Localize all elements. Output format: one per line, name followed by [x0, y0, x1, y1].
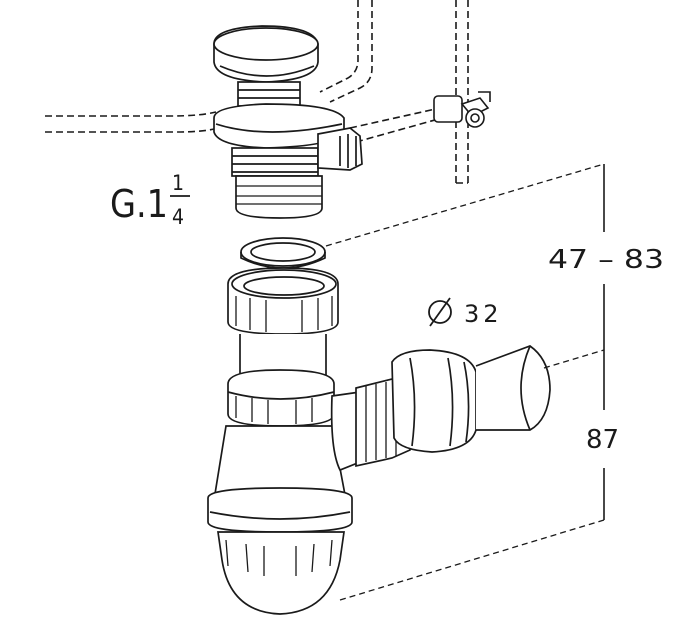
adjustable-height-label: 47 – 83	[548, 245, 664, 275]
thread-fraction-numerator: 1	[172, 171, 184, 195]
thread-fraction-denominator: 4	[172, 205, 184, 229]
diameter-value-label: 32	[464, 300, 503, 328]
siphon-height-label: 87	[586, 425, 619, 455]
seal-ring	[240, 237, 326, 269]
diameter-icon	[428, 297, 452, 327]
overflow-clamp	[433, 91, 491, 128]
siphon-body	[207, 267, 353, 615]
thread-size-label: G.1	[110, 182, 168, 226]
dimension-leaders	[325, 163, 605, 601]
waste-valve	[213, 25, 363, 219]
outlet-arm	[330, 345, 551, 472]
